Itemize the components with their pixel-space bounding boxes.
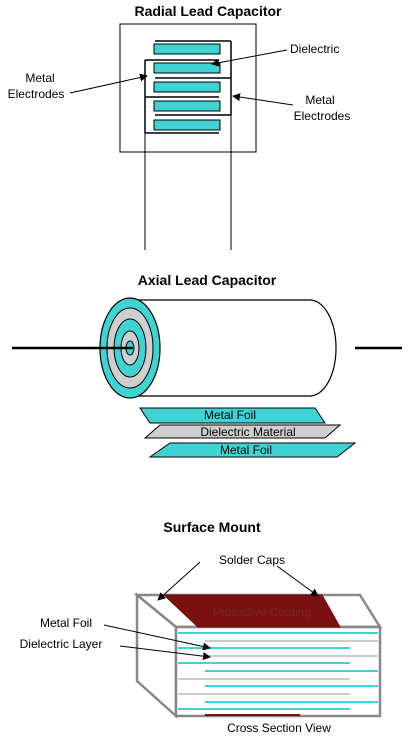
axial-label-dielectric: Dielectric Material [200,425,295,439]
smd-arrow-dielectric [119,645,211,661]
dielectric-plate [153,81,221,93]
surface-mount-capacitor: Surface Mount Protective Coating Solder … [20,519,383,735]
radial-arrow-left [69,73,148,94]
smd-label-dielectric-layer: Dielectric Layer [20,637,103,651]
axial-lead-capacitor: Axial Lead Capacitor Metal Foil Dielectr… [12,272,402,458]
radial-label-left-1: Metal [25,71,54,85]
radial-title: Radial Lead Capacitor [134,3,282,19]
dielectric-plate [153,119,221,131]
dielectric-plate [153,100,221,112]
axial-title: Axial Lead Capacitor [138,272,277,288]
radial-lead-capacitor: Radial Lead Capacitor Diel [8,3,351,250]
axial-cylinder-body [129,299,337,397]
smd-title: Surface Mount [163,519,261,535]
smd-label-cross-section: Cross Section View [227,721,331,735]
axial-foil-top [139,407,326,424]
radial-right-electrode [155,40,232,116]
axial-foil-layers [139,407,357,458]
smd-arrow-solder-right [276,565,319,597]
radial-dielectric-plates [153,43,221,131]
smd-arrow-solder-left [157,561,201,601]
smd-label-solder-caps: Solder Caps [219,553,285,567]
radial-label-dielectric: Dielectric [290,42,339,56]
radial-left-electrode [144,59,219,134]
smd-label-metal-foil: Metal Foil [40,616,92,630]
radial-label-left-2: Electrodes [8,87,65,101]
axial-label-foil-top: Metal Foil [204,408,256,422]
dielectric-plate [153,43,221,55]
radial-arrow-right [232,93,294,106]
smd-protective-coating [162,594,341,628]
smd-arrow-metal-foil [103,624,211,651]
smd-label-coating: Protective Coating [213,605,311,619]
radial-label-right-2: Electrodes [294,109,351,123]
radial-arrow-dielectric [211,49,288,67]
axial-label-foil-bottom: Metal Foil [220,443,272,457]
dielectric-plate [153,62,221,74]
radial-label-right-1: Metal [305,93,334,107]
smd-inner-layers [178,632,378,716]
axial-foil-bottom [148,442,357,458]
axial-dielectric-layer [143,424,342,439]
